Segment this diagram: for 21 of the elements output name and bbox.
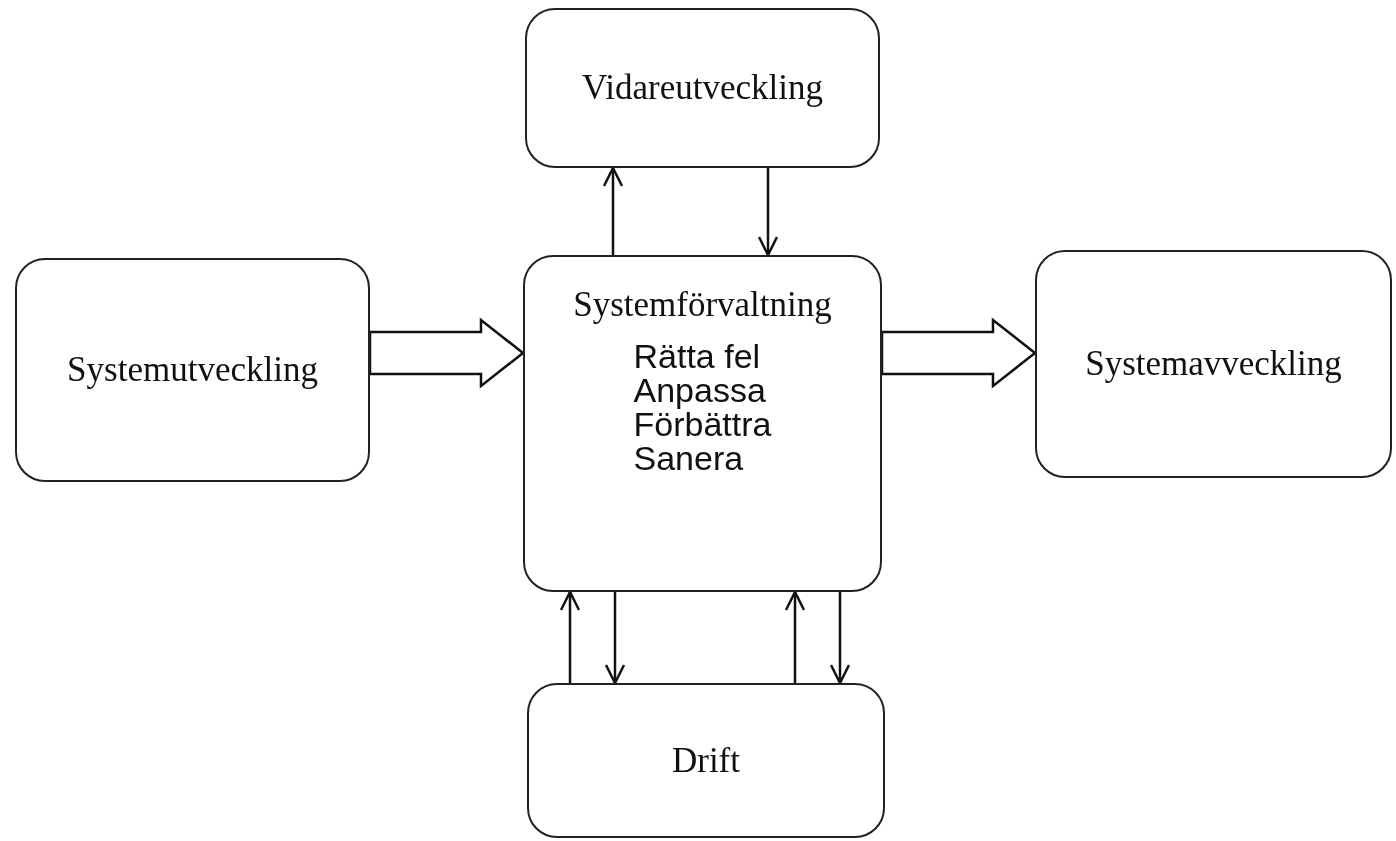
- task-item: Anpassa: [633, 373, 766, 407]
- box-title: Vidareutveckling: [582, 68, 823, 108]
- arrow: [784, 590, 806, 683]
- box-title: Systemutveckling: [67, 350, 318, 390]
- task-item: Sanera: [633, 441, 744, 475]
- process-box: [1035, 250, 1392, 478]
- arrow: [602, 166, 624, 255]
- arrow: [604, 592, 626, 685]
- process-box: [527, 683, 885, 838]
- process-box: [525, 8, 880, 168]
- box-title: Systemförvaltning: [573, 285, 832, 325]
- arrow: [559, 590, 581, 683]
- task-item: Rätta fel: [633, 339, 761, 373]
- box-title: Systemavveckling: [1085, 344, 1342, 384]
- block-arrow: [368, 317, 526, 389]
- process-box: [15, 258, 370, 482]
- block-arrow: [880, 317, 1038, 389]
- process-box: [523, 255, 882, 592]
- box-title: Drift: [671, 740, 740, 781]
- arrow: [829, 592, 851, 685]
- arrow: [757, 168, 779, 257]
